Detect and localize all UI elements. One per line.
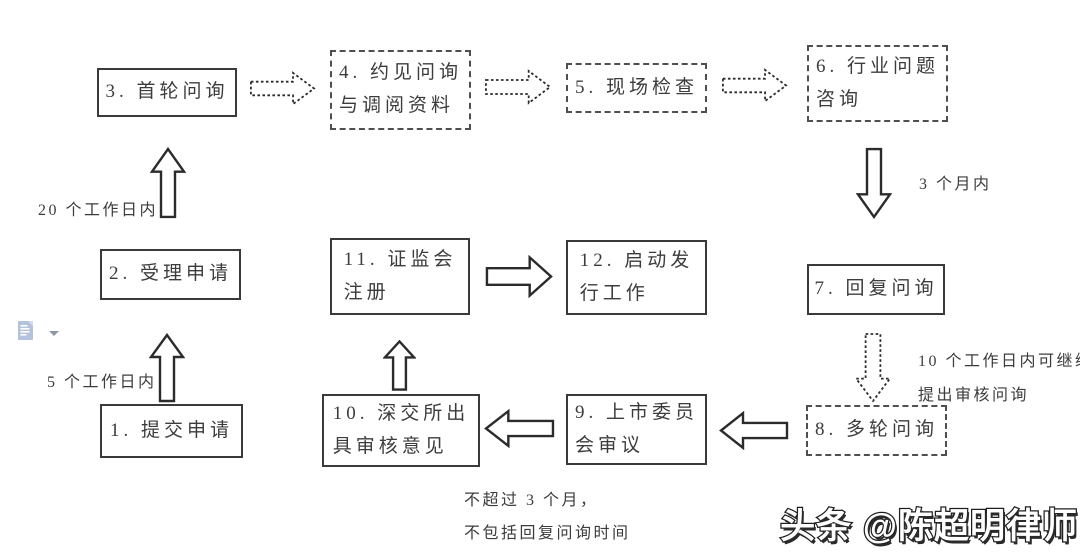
arrow-6-to-7	[856, 147, 892, 219]
label-10-days-line2: 提出审核问询	[918, 387, 1030, 404]
box-6: 6. 行业问题 咨询	[807, 45, 948, 122]
label-20-working-days: 20 个工作日内	[38, 202, 159, 219]
chevron-down-icon	[49, 324, 59, 342]
arrow-3-to-4	[249, 71, 316, 106]
label-note-line1: 不超过 3 个月，	[464, 492, 599, 509]
box-4: 4. 约见问询 与调阅资料	[330, 50, 471, 130]
box-8: 8. 多轮问询	[806, 405, 947, 456]
box-10: 10. 深交所出 具审核意见	[322, 394, 480, 467]
arrow-7-to-8	[854, 332, 892, 403]
arrow-10-to-11	[383, 340, 416, 391]
arrow-8-to-9	[719, 411, 789, 450]
label-3-months: 3 个月内	[919, 176, 992, 193]
arrow-9-to-10	[484, 409, 555, 448]
box-3: 3. 首轮问询	[97, 68, 237, 117]
box-1: 1. 提交申请	[100, 404, 243, 458]
label-10-days-line1: 10 个工作日内可继续	[918, 353, 1080, 370]
arrow-1-to-2	[149, 333, 185, 403]
box-9: 9. 上市委员 会审议	[566, 394, 707, 465]
paste-options-button[interactable]	[16, 319, 59, 347]
arrow-11-to-12	[485, 255, 553, 298]
arrow-2-to-3	[150, 147, 186, 219]
label-5-working-days: 5 个工作日内	[47, 374, 157, 391]
label-note-line2: 不包括回复问询时间	[464, 525, 631, 542]
paste-options-icon	[16, 319, 41, 347]
box-2: 2. 受理申请	[100, 249, 241, 300]
arrow-5-to-6	[721, 68, 788, 103]
box-7: 7. 回复问询	[807, 264, 945, 315]
box-11: 11. 证监会 注册	[330, 238, 470, 315]
arrow-4-to-5	[484, 69, 552, 105]
box-5: 5. 现场检查	[566, 63, 707, 113]
box-12: 12. 启动发 行工作	[566, 240, 707, 315]
watermark: 头条 @陈超明律师	[779, 506, 1078, 548]
